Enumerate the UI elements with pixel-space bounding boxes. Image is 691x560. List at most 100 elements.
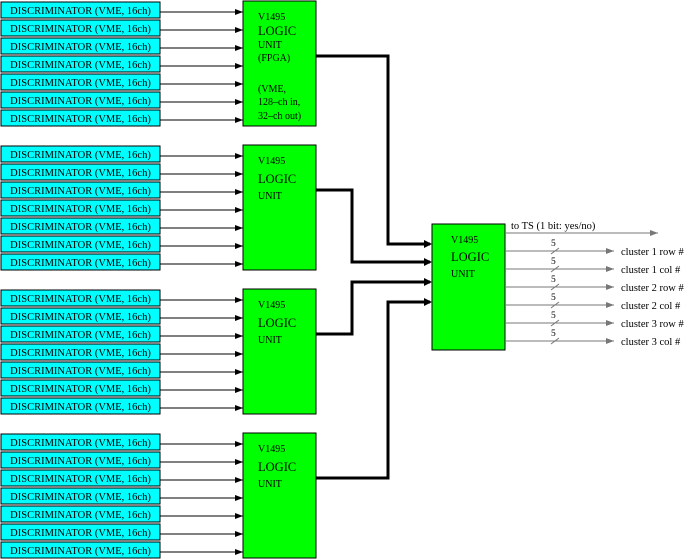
discriminator-label: DISCRIMINATOR (VME, 16ch) <box>10 222 151 233</box>
cluster-output-label: cluster 2 col # <box>621 301 681 312</box>
discriminator-label: DISCRIMINATOR (VME, 16ch) <box>10 42 151 53</box>
discriminator-box <box>0 451 161 469</box>
discriminator-box <box>0 55 161 73</box>
discriminator-box <box>0 91 161 109</box>
discriminator-box <box>0 109 161 127</box>
bus-width-label: 5 <box>551 239 556 249</box>
cluster-output-label: cluster 3 row # <box>621 319 684 330</box>
logic-unit-box <box>242 144 317 271</box>
discriminator-label: DISCRIMINATOR (VME, 16ch) <box>10 78 151 89</box>
discriminator-label: DISCRIMINATOR (VME, 16ch) <box>10 438 151 449</box>
discriminator-label: DISCRIMINATOR (VME, 16ch) <box>10 6 151 17</box>
logic-unit-box <box>242 288 317 415</box>
discriminator-label: DISCRIMINATOR (VME, 16ch) <box>10 96 151 107</box>
discriminator-label: DISCRIMINATOR (VME, 16ch) <box>10 402 151 413</box>
bus-width-label: 5 <box>551 329 556 339</box>
logic-unit-box <box>242 432 317 559</box>
discriminator-label: DISCRIMINATOR (VME, 16ch) <box>10 114 151 125</box>
final-unit-text: V1495 <box>451 235 478 246</box>
logic-unit-text: V1495 <box>258 444 285 455</box>
discriminator-label: DISCRIMINATOR (VME, 16ch) <box>10 240 151 251</box>
discriminator-box <box>0 397 161 415</box>
input-wires <box>160 9 243 555</box>
discriminator-box <box>0 37 161 55</box>
discriminator-label: DISCRIMINATOR (VME, 16ch) <box>10 258 151 269</box>
discriminator-label: DISCRIMINATOR (VME, 16ch) <box>10 150 151 161</box>
discriminator-box <box>0 145 161 163</box>
discriminator-box <box>0 487 161 505</box>
discriminator-label: DISCRIMINATOR (VME, 16ch) <box>10 510 151 521</box>
bus-slash <box>550 247 560 255</box>
discriminator-label: DISCRIMINATOR (VME, 16ch) <box>10 492 151 503</box>
cluster-output-label: cluster 2 row # <box>621 283 684 294</box>
discriminator-label: DISCRIMINATOR (VME, 16ch) <box>10 366 151 377</box>
bus-width-label: 5 <box>551 257 556 267</box>
logic-unit-text: LOGIC <box>258 460 296 474</box>
discriminator-box <box>0 235 161 253</box>
discriminator-label: DISCRIMINATOR (VME, 16ch) <box>10 474 151 485</box>
discriminator-label: DISCRIMINATOR (VME, 16ch) <box>10 24 151 35</box>
bus-width-label: 5 <box>551 275 556 285</box>
discriminator-label: DISCRIMINATOR (VME, 16ch) <box>10 294 151 305</box>
logic-unit-text: (FPGA) <box>258 53 290 64</box>
cluster-output-label: cluster 1 col # <box>621 265 681 276</box>
thick-buses <box>316 54 432 480</box>
cluster-output-label: cluster 1 row # <box>621 247 684 258</box>
discriminator-box <box>0 19 161 37</box>
bus-slash <box>550 265 560 273</box>
discriminator-box <box>0 469 161 487</box>
logic-unit-text: V1495 <box>258 156 285 167</box>
discriminator-box <box>0 1 161 19</box>
discriminator-label: DISCRIMINATOR (VME, 16ch) <box>10 348 151 359</box>
bus-arrowhead <box>424 258 432 266</box>
discriminator-box <box>0 199 161 217</box>
bus-slash <box>550 283 560 291</box>
bus-arrowhead <box>424 278 432 286</box>
bus-arrowhead <box>424 240 432 248</box>
final-unit-text: UNIT <box>451 269 475 280</box>
final-logic-unit-box <box>431 223 506 351</box>
discriminator-box <box>0 289 161 307</box>
discriminator-box <box>0 181 161 199</box>
discriminator-label: DISCRIMINATOR (VME, 16ch) <box>10 528 151 539</box>
discriminator-box <box>0 433 161 451</box>
logic-unit-text: UNIT <box>258 335 282 346</box>
logic-unit-text: V1495 <box>258 300 285 311</box>
bus-arrowhead <box>424 298 432 306</box>
discriminator-box <box>0 325 161 343</box>
bus-2 <box>316 188 430 264</box>
bus-4 <box>316 300 430 480</box>
logic-unit-text: V1495 <box>258 12 285 23</box>
bus-1 <box>316 54 430 246</box>
discriminator-box <box>0 73 161 91</box>
discriminator-label: DISCRIMINATOR (VME, 16ch) <box>10 384 151 395</box>
logic-unit-box <box>242 0 317 127</box>
bus-3 <box>316 280 430 336</box>
discriminator-box <box>0 307 161 325</box>
discriminator-box <box>0 541 161 559</box>
logic-unit-text: UNIT <box>258 191 282 202</box>
discriminator-box <box>0 523 161 541</box>
discriminator-label: DISCRIMINATOR (VME, 16ch) <box>10 204 151 215</box>
discriminator-label: DISCRIMINATOR (VME, 16ch) <box>10 186 151 197</box>
bus-slash <box>550 301 560 309</box>
discriminator-label: DISCRIMINATOR (VME, 16ch) <box>10 456 151 467</box>
logic-unit-text: LOGIC <box>258 24 296 38</box>
discriminator-box <box>0 343 161 361</box>
bus-slash <box>550 319 560 327</box>
discriminator-box <box>0 379 161 397</box>
cluster-output-label: cluster 3 col # <box>621 337 681 348</box>
discriminator-label: DISCRIMINATOR (VME, 16ch) <box>10 546 151 557</box>
bus-slash <box>550 337 560 345</box>
discriminator-box <box>0 505 161 523</box>
discriminator-label: DISCRIMINATOR (VME, 16ch) <box>10 168 151 179</box>
discriminator-box <box>0 163 161 181</box>
